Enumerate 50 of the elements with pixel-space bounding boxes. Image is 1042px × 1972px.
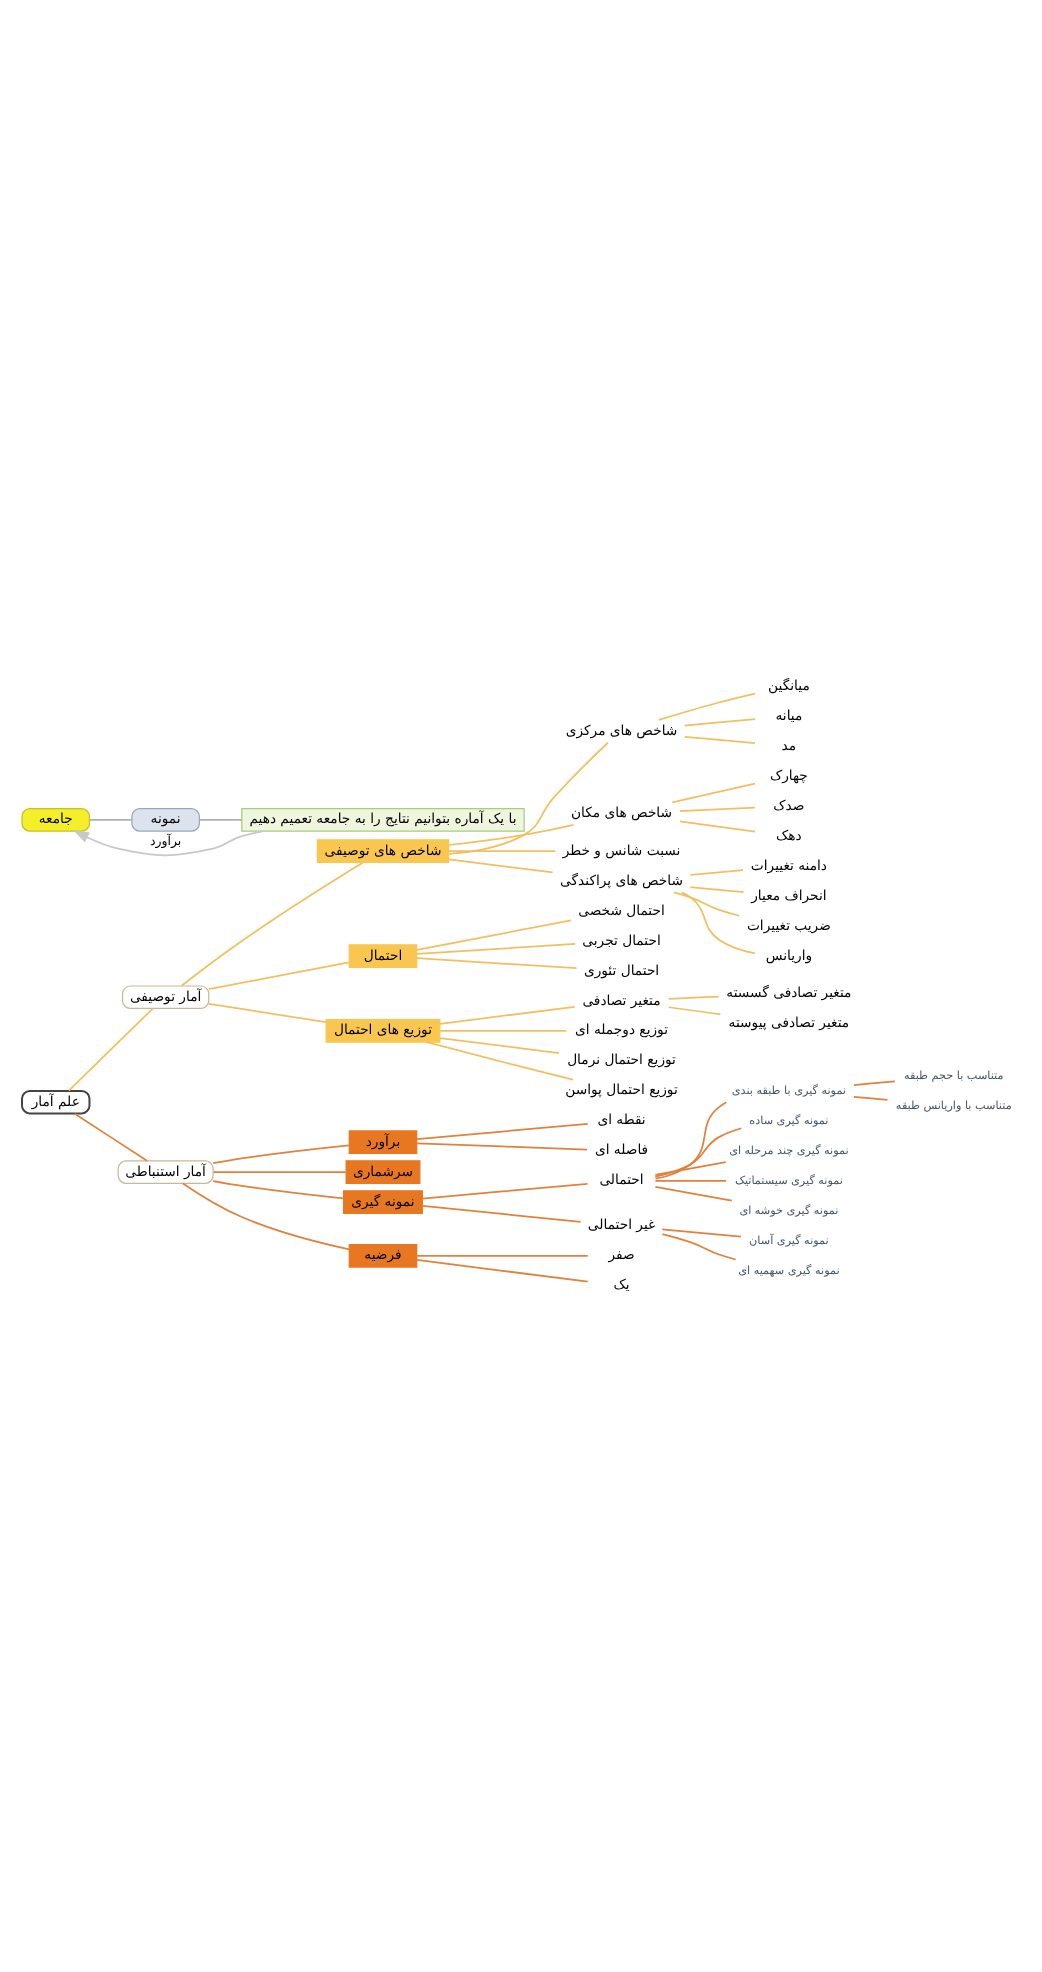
connector xyxy=(447,858,554,874)
connector xyxy=(416,957,578,970)
connector xyxy=(654,1161,727,1176)
connector xyxy=(654,1127,743,1178)
connector xyxy=(73,1112,148,1162)
connector xyxy=(416,1259,589,1283)
connector xyxy=(853,1080,896,1086)
connector xyxy=(439,1030,568,1032)
connector xyxy=(425,1041,574,1081)
connector xyxy=(447,850,556,852)
connector xyxy=(439,1005,576,1025)
connector xyxy=(447,741,609,855)
connector xyxy=(180,861,364,987)
connector xyxy=(679,806,756,812)
connector xyxy=(416,919,572,951)
connector xyxy=(416,1142,588,1151)
connector xyxy=(853,1095,889,1101)
connector xyxy=(680,891,756,955)
connector xyxy=(667,1006,722,1016)
connector xyxy=(447,824,575,846)
connector xyxy=(689,869,744,876)
connector xyxy=(679,820,756,833)
connector xyxy=(654,1185,733,1202)
connector xyxy=(654,1179,727,1182)
connector xyxy=(207,961,350,991)
connector xyxy=(212,1180,344,1200)
connector xyxy=(671,782,756,804)
connector xyxy=(416,943,577,955)
arrow xyxy=(73,829,264,857)
connector xyxy=(661,1228,742,1238)
connector xyxy=(661,1233,737,1261)
connector xyxy=(439,1037,560,1055)
connector xyxy=(683,735,756,745)
connector xyxy=(421,1182,589,1200)
connector xyxy=(207,1002,327,1024)
connector xyxy=(654,1101,728,1180)
connector xyxy=(416,1122,589,1141)
connector xyxy=(182,1182,351,1251)
connector xyxy=(68,1007,154,1092)
connector xyxy=(667,995,720,1000)
connector xyxy=(421,1205,582,1223)
connector xyxy=(212,1171,347,1173)
connector xyxy=(88,819,133,821)
connector xyxy=(198,819,243,821)
connector xyxy=(683,718,756,727)
connector xyxy=(212,1144,350,1164)
connector xyxy=(673,891,741,917)
connector xyxy=(657,692,756,721)
connector xyxy=(416,1254,589,1257)
connector xyxy=(689,886,745,893)
